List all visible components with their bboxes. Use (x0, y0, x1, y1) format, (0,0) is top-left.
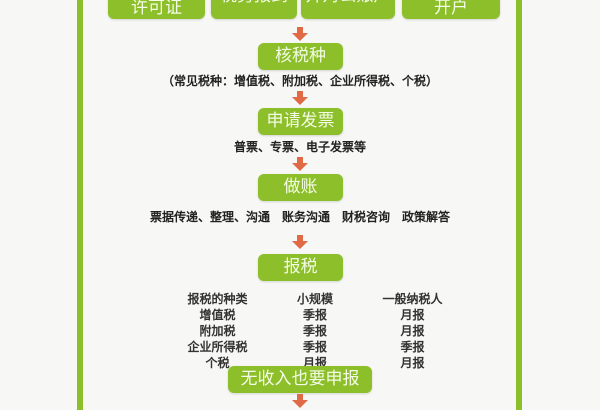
step-no-income: 无收入也要申报 (228, 366, 372, 393)
arrow-down-icon (292, 394, 308, 408)
table-row: 增值税 季报 月报 (170, 307, 460, 323)
invoice-note: 普票、专票、电子发票等 (233, 140, 366, 154)
step-bookkeeping: 做账 (258, 174, 343, 201)
filing-table: 报税的种类 小规模 一般纳税人 增值税 季报 月报 附加税 季报 月报 企业所得… (170, 291, 460, 371)
arrow-down-icon (292, 157, 308, 171)
box-open-account: 开户 (402, 0, 500, 19)
step-filing: 报税 (258, 254, 343, 281)
table-cell: 月报 (400, 308, 425, 322)
table-cell: 季报 (400, 340, 425, 354)
table-cell: 季报 (302, 340, 327, 354)
table-cell: 个税 (205, 356, 230, 370)
box-license: 许可证 (108, 0, 205, 19)
tax-types-note: （常见税种：增值税、附加税、企业所得税、个税） (161, 74, 438, 88)
table-cell: 增值税 (199, 308, 236, 322)
box-corporate-account: 开对公账户 (301, 0, 395, 19)
table-cell: 月报 (400, 356, 425, 370)
table-cell: 季报 (302, 324, 327, 338)
arrow-down-icon (292, 235, 308, 249)
arrow-down-icon (292, 91, 308, 105)
table-cell: 企业所得税 (187, 340, 248, 354)
table-row: 个税 月报 月报 (170, 355, 460, 371)
table-cell: 附加税 (199, 324, 236, 338)
table-row: 企业所得税 季报 季报 (170, 339, 460, 355)
box-tax-registration: 税务报到 (211, 0, 297, 19)
arrow-down-icon (292, 27, 308, 41)
bookkeeping-note: 票据传递、整理、沟通 账务沟通 财税咨询 政策解答 (149, 210, 450, 224)
table-header: 报税的种类 小规模 一般纳税人 (170, 291, 460, 307)
table-row: 附加税 季报 月报 (170, 323, 460, 339)
step-tax-types: 核税种 (258, 43, 343, 70)
table-cell: 月报 (400, 324, 425, 338)
step-invoice: 申请发票 (258, 108, 343, 135)
header-cell: 报税的种类 (187, 292, 248, 306)
header-cell: 小规模 (296, 292, 333, 306)
outer-frame (77, 0, 522, 410)
header-cell: 一般纳税人 (382, 292, 443, 306)
table-cell: 季报 (302, 308, 327, 322)
